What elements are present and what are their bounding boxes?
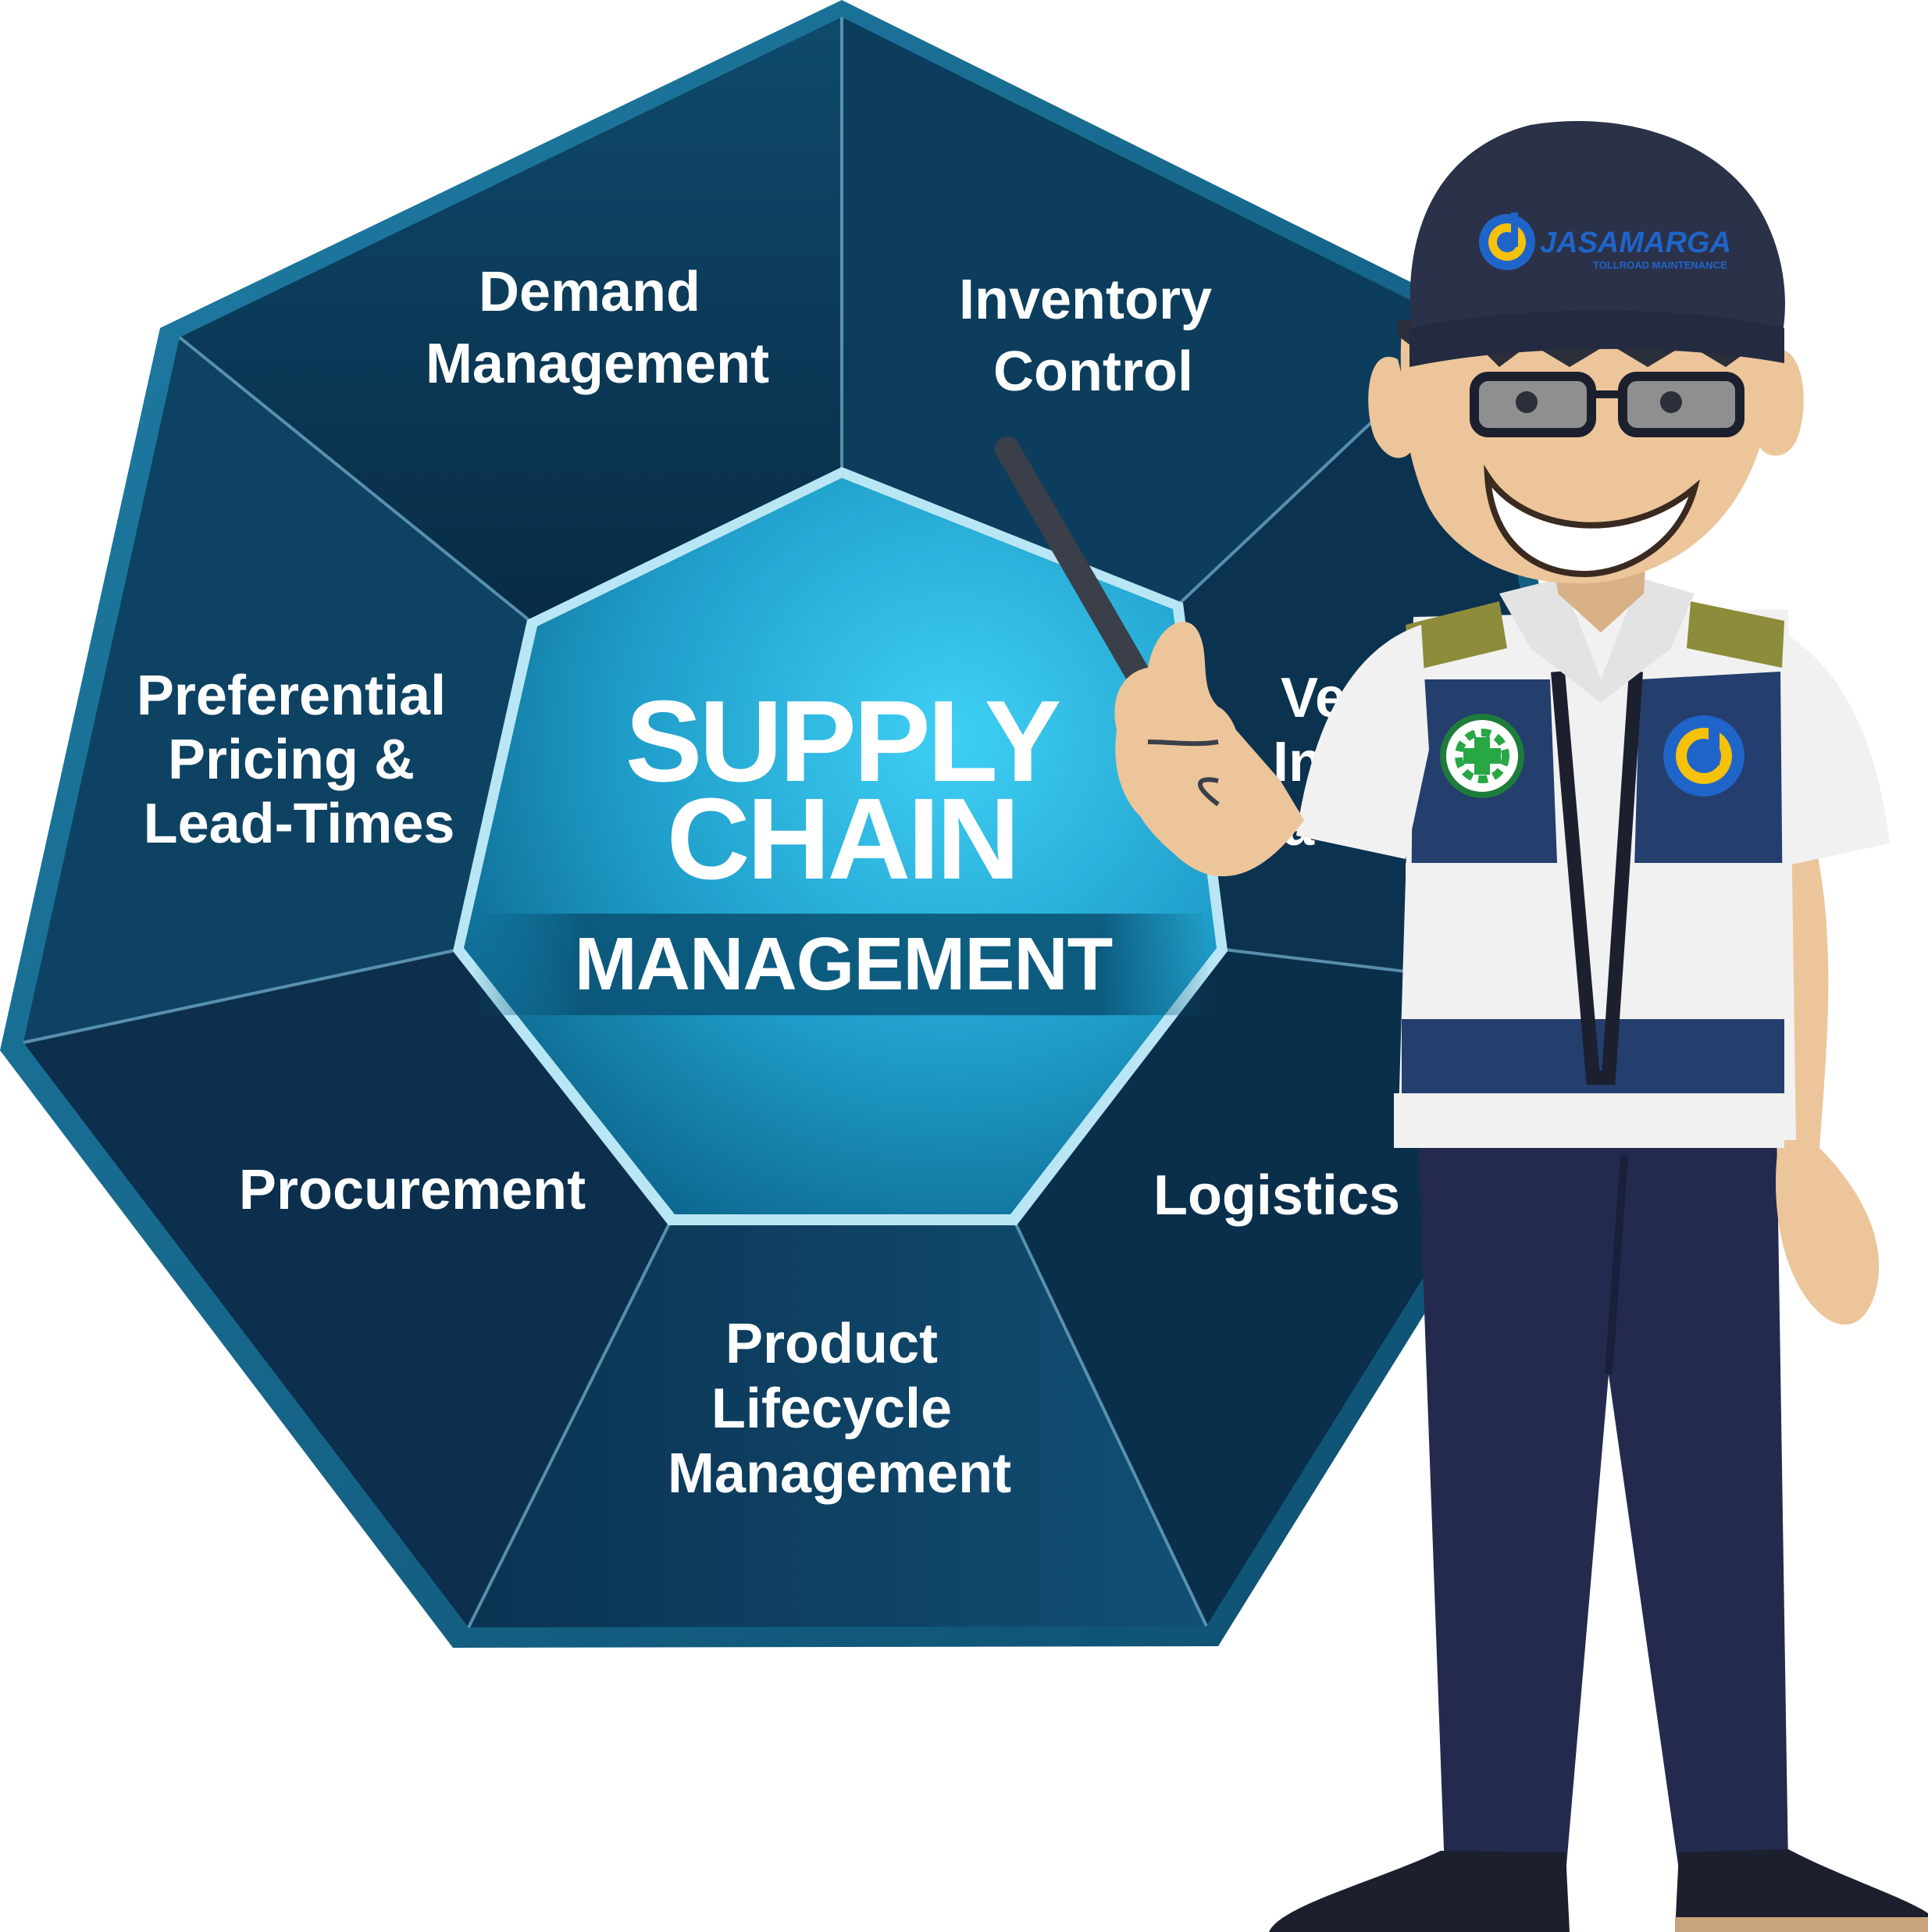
- hub-heptagon: [464, 478, 1217, 1214]
- segment-demand-management: [180, 17, 842, 625]
- label-line: Lead-Times: [144, 793, 455, 855]
- mascot-epaulette-left: [1406, 601, 1507, 672]
- label-line: Pricing &: [168, 729, 415, 791]
- mascot-shirt-hem: [1394, 1093, 1784, 1148]
- mascot-trousers: [1417, 1117, 1788, 1874]
- mascot-cap-brim: [1409, 310, 1784, 367]
- hub-band: [472, 914, 1212, 1015]
- cap-logo-subtext: TOLLROAD MAINTENANCE: [1593, 259, 1727, 271]
- label-line: Inventory: [959, 269, 1212, 331]
- mascot-vest-zipper: [1551, 671, 1643, 1085]
- mascot-collar: [1499, 578, 1695, 703]
- mascot-cap: [1409, 121, 1785, 344]
- mascot-trouser-fold: [1605, 1155, 1628, 1375]
- mascot-ear-left: [1368, 356, 1417, 458]
- label-line: Logistics: [1153, 1164, 1400, 1227]
- segment-inventory-control: [842, 17, 1470, 608]
- mascot-figure: JASAMARGA TOLLROAD MAINTENANCE: [995, 121, 1928, 1932]
- label-line: Demand: [479, 261, 700, 323]
- segment-preferential-pricing: [23, 337, 535, 1043]
- segment-product-lifecycle: [469, 1216, 1206, 1627]
- segment-procurement: [23, 949, 673, 1627]
- mascot-epaulette-right: [1687, 601, 1784, 668]
- label-inventory-control: Inventory Control: [959, 269, 1228, 403]
- label-line: Lifecycle: [711, 1378, 952, 1440]
- safety-badge-icon: [1440, 714, 1524, 798]
- hub-title-line1: SUPPLY: [625, 677, 1060, 806]
- label-product-lifecycle: Product Lifecycle Management: [668, 1313, 1011, 1505]
- label-line: Procurement: [239, 1159, 586, 1221]
- mascot-glasses: [1470, 372, 1744, 437]
- mascot-shoe-left: [1269, 1851, 1570, 1932]
- cap-logo-text: JASAMARGA: [1540, 226, 1731, 259]
- label-preferential-pricing: Preferential Pricing & Lead-Times: [137, 665, 462, 855]
- label-line: Product: [725, 1313, 938, 1375]
- label-line: Management: [426, 333, 769, 395]
- mascot-sole-right: [1675, 1917, 1928, 1932]
- mascot-finger-lines: [1147, 740, 1220, 807]
- hub-title-line2: CHAIN: [667, 775, 1017, 904]
- label-logistics: Logistics: [1153, 1164, 1400, 1227]
- label-procurement: Procurement: [239, 1159, 586, 1221]
- cap-logo: JASAMARGA TOLLROAD MAINTENANCE: [1479, 212, 1731, 271]
- label-line: Management: [668, 1442, 1011, 1505]
- label-demand-management: Demand Management: [426, 261, 769, 395]
- label-line: Preferential: [137, 665, 446, 727]
- mascot-smile: [1484, 464, 1701, 578]
- mascot-vest-stripe-left: [1406, 863, 1566, 1019]
- mascot-shoe-right: [1675, 1849, 1928, 1932]
- company-badge-icon: [1663, 715, 1744, 797]
- mascot-left-sleeve: [1296, 625, 1429, 859]
- hub-title-line3: MANAGEMENT: [575, 922, 1113, 1006]
- mascot-vest-stripe-right: [1628, 863, 1784, 1019]
- supply-chain-heptagon: SUPPLY CHAIN MANAGEMENT Demand Managemen…: [0, 0, 1620, 1648]
- label-line: Control: [993, 340, 1193, 403]
